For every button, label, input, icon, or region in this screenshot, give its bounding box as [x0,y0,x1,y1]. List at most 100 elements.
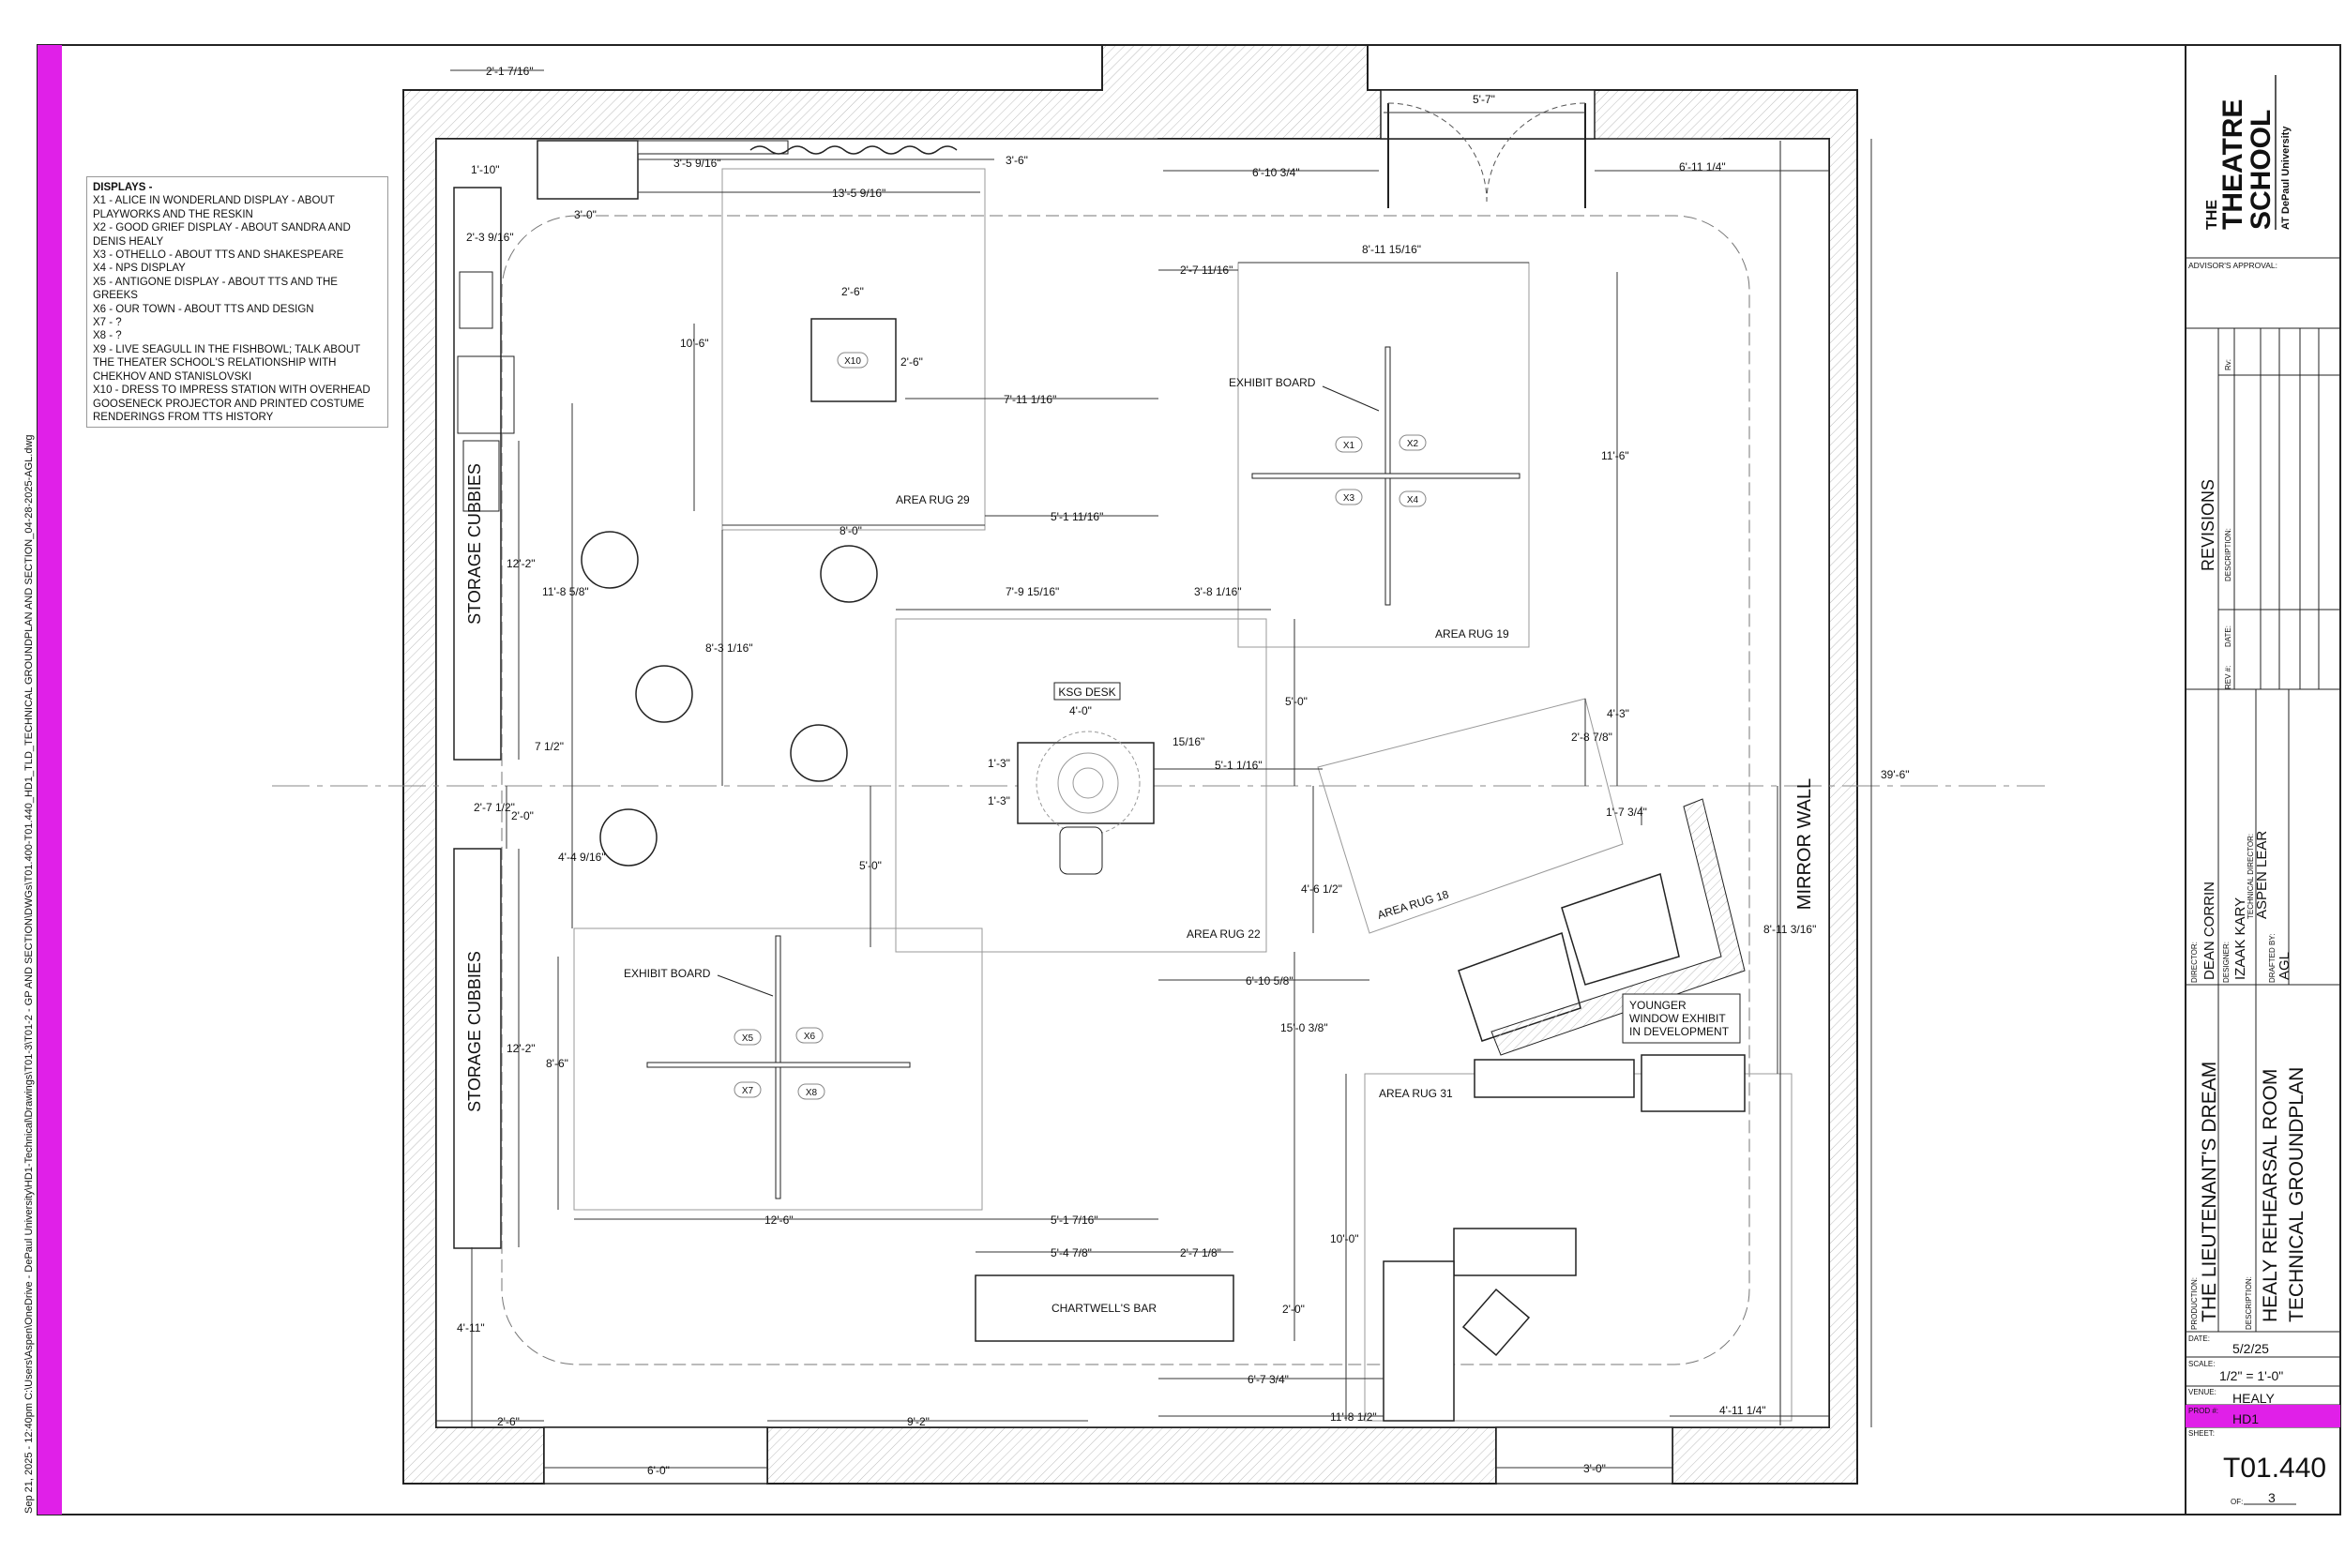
date-value: 5/2/25 [2232,1341,2269,1356]
venue-value: HEALY [2232,1391,2276,1406]
logo-theatre: THEATRE [2217,99,2248,230]
td-name: ASPEN LEAR [2254,831,2270,919]
area-rug-19-label: AREA RUG 19 [1435,627,1509,641]
prod-value: HD1 [2232,1411,2259,1426]
display-item: X3 - OTHELLO - ABOUT TTS AND SHAKESPEARE [93,249,344,262]
younger-line-1: YOUNGER [1629,999,1687,1012]
logo-the: THE [2204,200,2220,230]
area-rug-29-label: AREA RUG 29 [896,493,970,506]
area-rug-22 [895,618,1267,953]
dim: 5'-1 1/16" [1215,759,1263,772]
of-label: OF: [2231,1498,2243,1506]
dim: 2'-6" [900,355,923,369]
dim: 6'-10 3/4" [1252,166,1300,179]
dim: 2'-6" [841,285,864,298]
marker-x6: X6 [795,1027,824,1044]
dim: 5'-0" [859,859,882,872]
dim: 1'-3" [988,757,1010,770]
scale-label: SCALE: [2188,1360,2215,1368]
exhibit-board-1 [1251,346,1520,606]
area-rug-floor [573,927,983,1211]
mirror-wall-label: MIRROR WALL [1794,778,1815,910]
display-item: X1 - ALICE IN WONDERLAND DISPLAY - ABOUT… [93,195,335,220]
dim: 8'-0" [840,524,862,537]
dim: 1'-7 3/4" [1606,806,1647,819]
storage-cubbies-label-top: STORAGE CUBBIES [465,463,484,625]
dim: 5'-0" [1285,695,1308,708]
area-rug-22-label: AREA RUG 22 [1187,927,1261,941]
dim: 3'-6" [1006,154,1028,167]
dim: 9'-2" [907,1415,930,1428]
area-rug-18 [1317,698,1624,934]
dim: 2'-3 9/16" [466,231,514,244]
svg-text:X5: X5 [742,1033,754,1044]
date-col: DATE: [2224,626,2232,647]
dim: 4'-6 1/2" [1301,882,1342,896]
production-title: THE LIEUTENANT'S DREAM [2199,1062,2220,1322]
dim: 2'-7 1/2" [474,801,515,814]
dimension-lines [436,69,1872,1469]
dim: 1'-10" [471,163,500,176]
revisions-label: REVISIONS [2199,479,2217,571]
dim: 4'-4 9/16" [558,851,606,864]
display-item: X5 - ANTIGONE DISPLAY - ABOUT TTS AND TH… [93,276,338,302]
scale-value: 1/2" = 1'-0" [2219,1368,2283,1383]
dim: 1'-3" [988,794,1010,807]
display-item: X8 - ? [93,330,122,342]
dim: 3'-5 9/16" [673,157,721,170]
dim: 3'-8 1/16" [1194,585,1242,598]
dim: 15/16" [1172,735,1204,748]
svg-text:X4: X4 [1407,495,1419,505]
dim: 7'-11 1/16" [1004,393,1056,406]
displays-legend: DISPLAYS - X1 - ALICE IN WONDERLAND DISP… [86,176,388,428]
dim: 2'-7 1/8" [1180,1246,1221,1259]
drafted-name: AGL [2277,952,2292,980]
dim: 8'-6" [546,1057,568,1070]
ksg-desk-label: KSG DESK [1058,686,1115,699]
advisor-label: ADVISOR'S APPROVAL: [2188,261,2277,270]
exhibit-board-2-label: EXHIBIT BOARD [624,967,711,980]
round-tables [581,531,878,867]
dim: 3'-0" [1583,1462,1606,1475]
dim: 5'-1 11/16" [1051,510,1103,523]
dim: 5'-4 7/8" [1051,1246,1092,1259]
sheet-number: T01.440 [2223,1453,2326,1484]
marker-x2: X2 [1399,434,1427,451]
dim: 5'-7" [1473,93,1495,106]
drafted-label: DRAFTED BY: [2268,934,2277,983]
display-item: X10 - DRESS TO IMPRESS STATION WITH OVER… [93,384,371,423]
description-line-2: TECHNICAL GROUNDPLAN [2286,1067,2307,1322]
dim: 2'-1 7/16" [486,65,534,78]
prod-label: PROD #: [2188,1407,2218,1415]
svg-text:X7: X7 [742,1086,754,1096]
description-label: DESCRIPTION: [2245,1276,2253,1330]
dim: 11'-8 5/8" [542,585,589,598]
display-item: X9 - LIVE SEAGULL IN THE FISHBOWL; TALK … [93,343,361,383]
svg-text:X10: X10 [844,356,861,367]
exhibit-markers: X1 X2 X3 X4 X5 X6 X7 X8 X10 [734,352,1427,1100]
dim: 6'-0" [647,1464,670,1477]
dim: 11'-6" [1601,449,1629,462]
display-item: X4 - NPS DISPLAY [93,263,186,275]
younger-line-3: IN DEVELOPMENT [1629,1025,1730,1038]
dim: 8'-11 3/16" [1763,923,1816,936]
svg-text:X1: X1 [1343,441,1355,451]
dim: 4'-0" [1069,704,1092,717]
exhibit-board-1-label: EXHIBIT BOARD [1229,376,1316,389]
of-value: 3 [2268,1490,2276,1505]
dim: 8'-3 1/16" [705,641,753,655]
marker-x8: X8 [797,1083,825,1100]
storage-cubbies-label-bottom: STORAGE CUBBIES [465,951,484,1112]
designer-name: IZAAK KARY [2232,897,2248,980]
younger-line-2: WINDOW EXHIBIT [1629,1012,1726,1025]
area-rug-31-label: AREA RUG 31 [1379,1087,1453,1100]
marker-x1: X1 [1335,436,1363,453]
sheet-label: SHEET: [2188,1429,2215,1438]
description-line-1: HEALY REHEARSAL ROOM [2260,1069,2281,1322]
dim: 6'-7 3/4" [1248,1373,1289,1386]
dimension-labels: 2'-1 7/16" 1'-10" 3'-0" 3'-5 9/16" 3'-6"… [457,65,1910,1477]
display-item: X2 - GOOD GRIEF DISPLAY - ABOUT SANDRA A… [93,222,351,248]
dim: 4'-3" [1607,707,1629,720]
dim: 2'-6" [497,1415,520,1428]
marker-x3: X3 [1335,489,1363,505]
